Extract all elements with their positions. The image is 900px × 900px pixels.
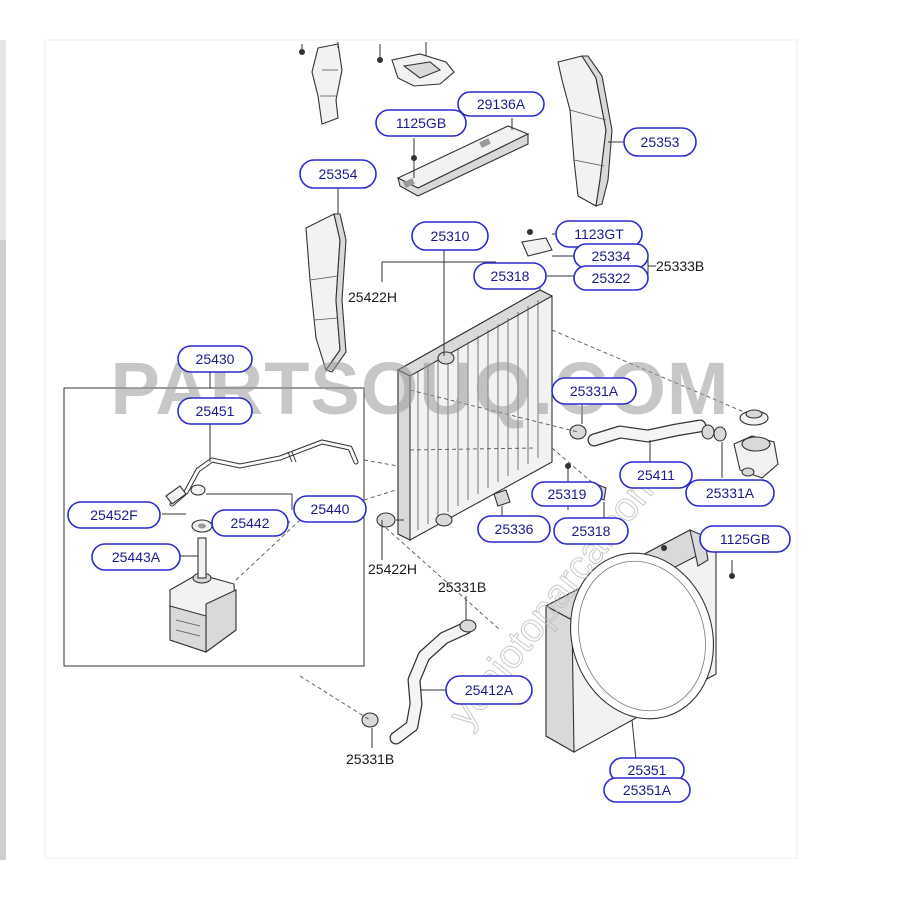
- svg-text:25336: 25336: [495, 521, 534, 537]
- svg-text:25452F: 25452F: [90, 507, 137, 523]
- callout-25412A[interactable]: 25412A: [445, 675, 533, 705]
- thermostat-housing: [733, 435, 779, 479]
- callout-25336[interactable]: 25336: [477, 515, 551, 543]
- svg-text:1125GB: 1125GB: [396, 115, 446, 131]
- svg-text:25353: 25353: [641, 134, 680, 150]
- svg-text:25319: 25319: [548, 486, 587, 502]
- radiator-core: [376, 289, 554, 541]
- svg-text:25412A: 25412A: [465, 682, 514, 698]
- hose-clamp: [713, 426, 727, 442]
- fan-opening: [569, 552, 715, 720]
- upper-air-guard-left: [299, 42, 343, 125]
- callout-25353[interactable]: 25353: [623, 127, 697, 157]
- reservoir-filler-tube: [197, 537, 207, 579]
- upper-radiator-hose: [569, 419, 727, 447]
- lower-hose-stub: [376, 512, 396, 528]
- radiator-upper-bracket: [396, 125, 530, 197]
- svg-text:25443A: 25443A: [112, 549, 161, 565]
- upper-bracket: [377, 42, 455, 87]
- callout-25440[interactable]: 25440: [293, 495, 367, 523]
- left-edge-strip: [0, 40, 6, 240]
- callout-25318-top[interactable]: 25318: [473, 262, 547, 290]
- inlet-pipe: [437, 351, 455, 365]
- callout-1125GB-right[interactable]: 1125GB: [699, 525, 791, 553]
- svg-text:25351A: 25351A: [623, 782, 672, 798]
- callout-25331A-bottom[interactable]: 25331A: [685, 479, 775, 507]
- outlet-pipe: [435, 513, 453, 527]
- label-25422H-top[interactable]: 25422H: [348, 289, 397, 305]
- label-25333B[interactable]: 25333B: [656, 258, 704, 274]
- callout-25351A[interactable]: 25351A: [603, 777, 691, 803]
- callout-25430[interactable]: 25430: [177, 345, 253, 373]
- callout-29136A[interactable]: 29136A: [457, 91, 545, 117]
- callout-1125GB-top[interactable]: 1125GB: [375, 109, 467, 137]
- svg-text:25310: 25310: [431, 228, 470, 244]
- callout-25310[interactable]: 25310: [411, 221, 489, 251]
- bolt-icon: [661, 545, 667, 551]
- callout-25319[interactable]: 25319: [531, 481, 603, 507]
- label-25331B-top[interactable]: 25331B: [438, 579, 486, 595]
- svg-text:25354: 25354: [319, 166, 358, 182]
- radiator-cap: [739, 409, 769, 426]
- fan-shroud: [544, 529, 735, 753]
- callout-1123GT[interactable]: 1123GT: [555, 220, 643, 248]
- svg-text:25440: 25440: [311, 501, 350, 517]
- svg-text:25442: 25442: [231, 515, 270, 531]
- overflow-hose: [165, 439, 359, 507]
- bolt-icon: [527, 229, 533, 235]
- reservoir-cap: [191, 519, 213, 533]
- svg-text:29136A: 29136A: [477, 96, 526, 112]
- callout-25354[interactable]: 25354: [299, 159, 377, 189]
- bolt-icon: [411, 155, 417, 161]
- hose-clamp: [459, 619, 477, 633]
- reservoir-group-box: [63, 387, 365, 667]
- svg-text:25334: 25334: [592, 248, 631, 264]
- callout-25452F[interactable]: 25452F: [67, 501, 161, 529]
- hose-clamp: [361, 712, 379, 728]
- svg-text:25451: 25451: [196, 403, 235, 419]
- svg-text:1125GB: 1125GB: [720, 531, 770, 547]
- radiator-fins: [417, 300, 539, 530]
- lower-radiator-hose: [361, 619, 477, 745]
- svg-text:25351: 25351: [628, 762, 667, 778]
- reservoir-tank: [169, 572, 237, 654]
- callout-25322[interactable]: 25322: [573, 265, 649, 291]
- drain-plug: [493, 489, 511, 507]
- left-edge-strip-lower: [0, 240, 6, 860]
- callout-25451[interactable]: 25451: [177, 397, 253, 425]
- callout-25442[interactable]: 25442: [211, 509, 289, 537]
- air-guard-left: [305, 213, 347, 373]
- callout-25331A-top[interactable]: 25331A: [551, 377, 637, 405]
- hose-clamp: [569, 424, 587, 440]
- svg-text:25331A: 25331A: [570, 383, 619, 399]
- svg-text:25318: 25318: [572, 523, 611, 539]
- air-guard-right: [557, 55, 613, 207]
- svg-text:25331A: 25331A: [706, 485, 755, 501]
- svg-text:25322: 25322: [592, 270, 631, 286]
- label-25422H-bottom[interactable]: 25422H: [368, 561, 417, 577]
- svg-text:25318: 25318: [491, 268, 530, 284]
- label-25331B-bottom[interactable]: 25331B: [346, 751, 394, 767]
- callout-25411[interactable]: 25411: [619, 461, 693, 489]
- svg-text:1123GT: 1123GT: [574, 226, 624, 242]
- svg-text:25430: 25430: [196, 351, 235, 367]
- svg-text:25411: 25411: [637, 467, 675, 483]
- callout-25334[interactable]: 25334: [573, 243, 649, 269]
- callout-25351[interactable]: 25351: [609, 757, 685, 783]
- callout-25443A[interactable]: 25443A: [91, 543, 181, 571]
- callout-25318-bottom[interactable]: 25318: [553, 517, 629, 545]
